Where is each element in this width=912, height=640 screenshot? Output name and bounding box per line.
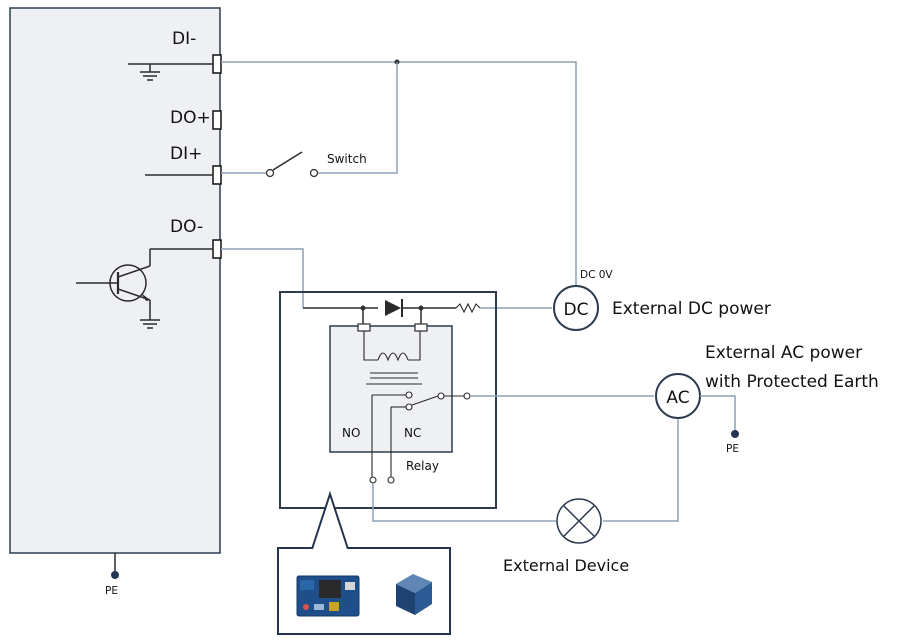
- coil-terminal-left: [357, 323, 371, 332]
- wire-ac-to-pe: [700, 395, 736, 431]
- relay-nc-label: NC: [404, 426, 421, 440]
- switch-icon: [221, 151, 319, 178]
- ac-pe-dot: [731, 430, 739, 438]
- relay-board-image: [296, 575, 360, 617]
- dc-source-symbol: DC: [564, 300, 589, 320]
- relay-no-label: NO: [342, 426, 360, 440]
- pin-label-do-plus: DO+: [170, 108, 211, 128]
- wire-switch-return: [318, 62, 398, 174]
- coil-icon: [363, 331, 422, 385]
- relay-module-box: [279, 291, 497, 509]
- relay-label: Relay: [406, 459, 439, 473]
- wire-device-to-ac: [603, 419, 679, 522]
- device-panel: [9, 7, 221, 554]
- terminal-do-minus: [212, 239, 222, 259]
- pin-label-di-minus: DI-: [172, 29, 196, 49]
- coil-terminal-right: [414, 323, 428, 332]
- wire-di-minus-to-dc: [221, 61, 577, 287]
- terminal-di-plus: [212, 165, 222, 185]
- relay-cube-image: [396, 574, 432, 615]
- dc-source-icon: [553, 285, 599, 331]
- relay-contacts: [369, 391, 471, 484]
- external-device-caption: External Device: [503, 556, 629, 575]
- ac-caption-line2: with Protected Earth: [705, 372, 879, 392]
- dc-source-caption: External DC power: [612, 299, 771, 319]
- ac-caption-line1: External AC power: [705, 343, 862, 363]
- transistor-icon: [76, 248, 213, 329]
- terminal-do-plus: [212, 110, 222, 130]
- wire-no-to-device: [372, 483, 556, 522]
- pin-label-do-minus: DO-: [170, 217, 203, 237]
- diode-icon: [385, 299, 403, 317]
- ground-icon-di: [128, 63, 213, 81]
- resistor-icon: [455, 302, 481, 314]
- pin-label-di-plus: DI+: [170, 144, 202, 164]
- dc-0v-label: DC 0V: [580, 269, 613, 281]
- device-pe-dot: [111, 571, 119, 579]
- ac-source-symbol: AC: [666, 388, 689, 408]
- ac-pe-label: PE: [726, 443, 739, 455]
- wire-do-minus: [221, 248, 304, 308]
- terminal-di-minus: [212, 54, 222, 74]
- lamp-icon: [556, 498, 602, 544]
- device-pe-label: PE: [105, 585, 118, 597]
- switch-label: Switch: [327, 152, 367, 166]
